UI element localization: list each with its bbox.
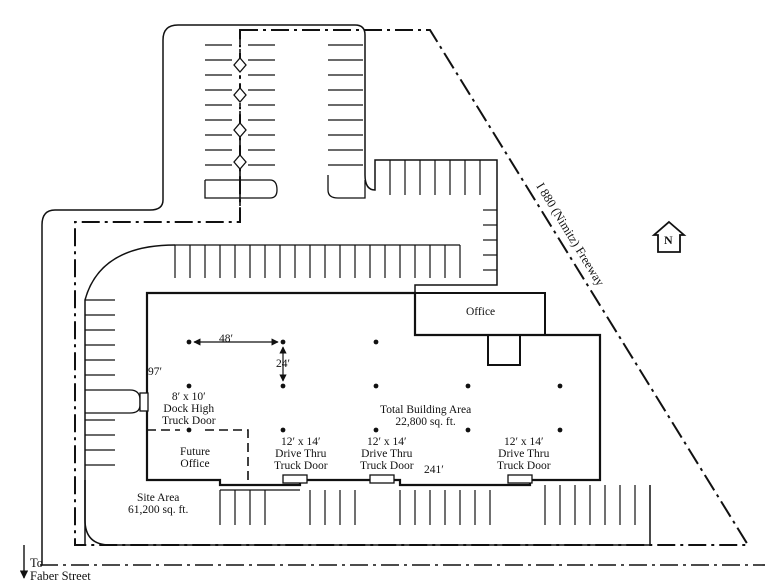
building-columns [186, 339, 563, 433]
office-label: Office [466, 306, 496, 318]
dim-48-label: 48′ [219, 333, 234, 345]
north-arrow-icon [651, 220, 687, 253]
parking-stalls-south [219, 485, 636, 525]
dock-door-marker [139, 392, 149, 412]
south-paving-edge [84, 480, 651, 546]
parking-stalls-east-upper [389, 160, 497, 271]
drive-thru-doors [282, 474, 533, 484]
planter-west [84, 244, 176, 545]
parking-stalls-north-west [205, 44, 232, 166]
west-planter-bump [85, 389, 141, 414]
parking-stalls-north-row [174, 244, 461, 278]
planter-island-east [327, 175, 366, 199]
parking-stalls-north-east [328, 44, 363, 166]
parking-stalls-west [85, 299, 115, 466]
dim-97-label: 97′ [148, 366, 163, 378]
paved-area-outline-east [240, 24, 498, 293]
planter-island-west [204, 179, 278, 199]
freeway-label: I 880 (Nimitz) Freeway [533, 180, 607, 289]
north-label: N [664, 233, 673, 247]
office-outline [415, 292, 546, 366]
future-office-outline [147, 429, 249, 480]
dim-24-label: 24′ [276, 358, 291, 370]
property-line [74, 29, 750, 546]
paved-area-outline [41, 24, 240, 565]
light-poles [233, 57, 247, 170]
dim-241-label: 241′ [424, 464, 444, 476]
parking-stalls-north-center [248, 44, 275, 166]
